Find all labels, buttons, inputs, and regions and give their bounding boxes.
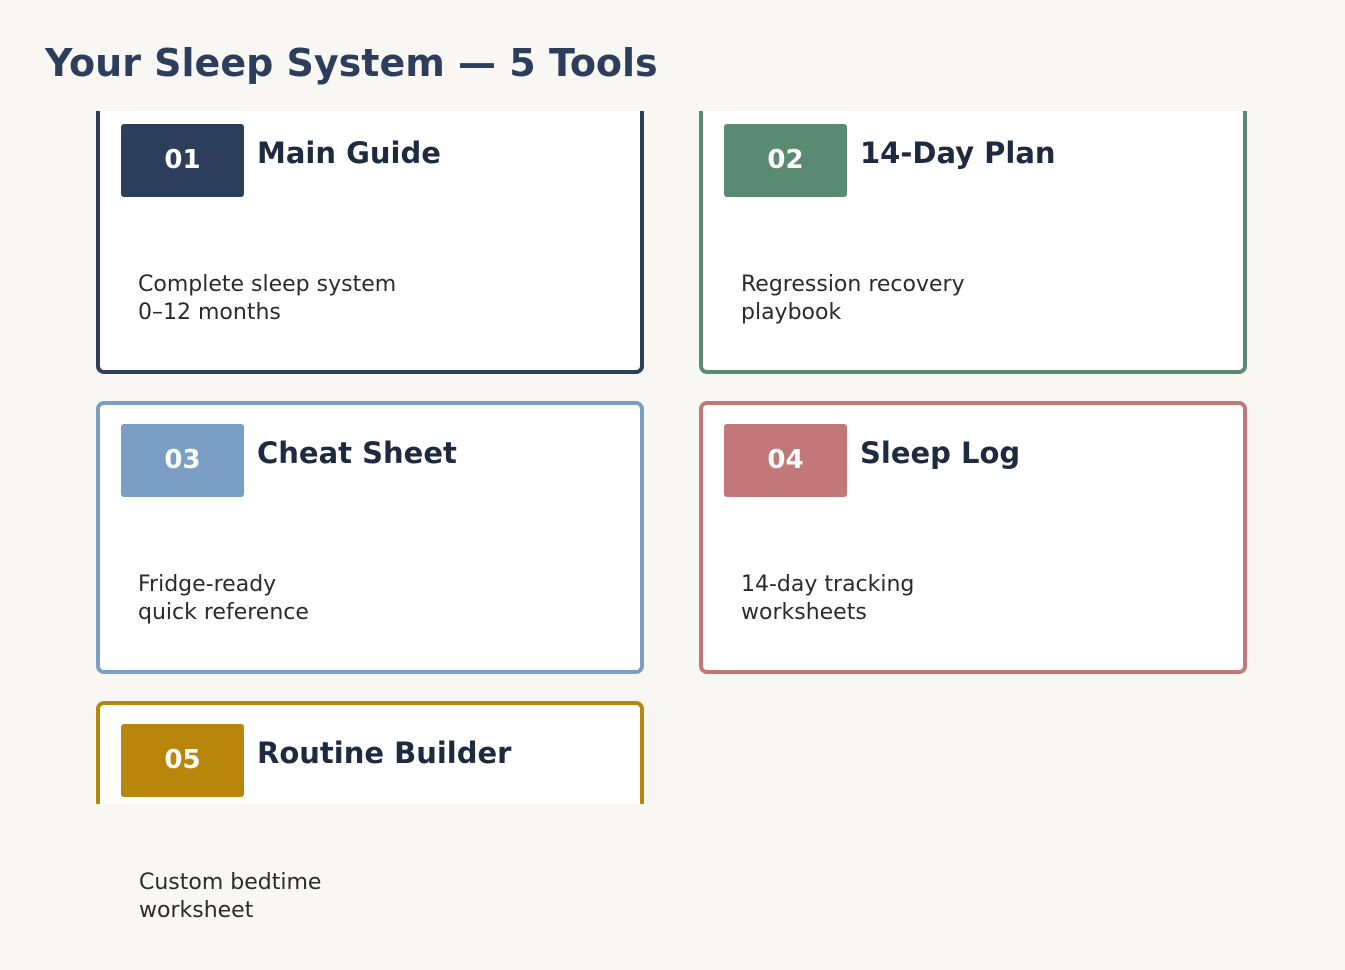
- page-title: Your Sleep System — 5 Tools: [45, 41, 658, 85]
- card-number-badge: 03: [121, 424, 244, 497]
- card-description-line: Complete sleep system: [138, 272, 397, 297]
- card-description: Complete sleep system 0–12 months: [138, 271, 396, 327]
- top-clip-band: [0, 0, 1345, 111]
- card-description-line: Regression recovery: [741, 272, 965, 297]
- tool-card-main-guide: 01 Main Guide Complete sleep system 0–12…: [96, 101, 644, 374]
- card-title: Cheat Sheet: [257, 436, 457, 470]
- card-description: Fridge-ready quick reference: [138, 571, 309, 627]
- card-description-line: Fridge-ready: [138, 572, 277, 597]
- card-title: Routine Builder: [257, 736, 512, 770]
- card-description-line: 0–12 months: [138, 300, 281, 325]
- card-description: Regression recovery playbook: [741, 271, 965, 327]
- card-description: 14-day tracking worksheets: [741, 571, 914, 627]
- card-description-line: Custom bedtime: [139, 870, 322, 895]
- card-number-badge: 05: [121, 724, 244, 797]
- card-description-line: playbook: [741, 300, 842, 325]
- card-title: Sleep Log: [860, 436, 1021, 470]
- card-description-line: 14-day tracking: [741, 572, 915, 597]
- tool-card-cheat-sheet: 03 Cheat Sheet Fridge-ready quick refere…: [96, 401, 644, 674]
- card-description: Custom bedtime worksheet: [139, 869, 321, 925]
- card-title: 14-Day Plan: [860, 136, 1056, 170]
- card-number-badge: 02: [724, 124, 847, 197]
- card-description-line: worksheets: [741, 600, 867, 625]
- card-title: Main Guide: [257, 136, 441, 170]
- bottom-clip-band: [0, 804, 1345, 970]
- tool-card-sleep-log: 04 Sleep Log 14-day tracking worksheets: [699, 401, 1247, 674]
- tool-card-14-day-plan: 02 14-Day Plan Regression recovery playb…: [699, 101, 1247, 374]
- card-description-line: worksheet: [139, 898, 254, 923]
- card-description-line: quick reference: [138, 600, 309, 625]
- card-number-badge: 01: [121, 124, 244, 197]
- card-number-badge: 04: [724, 424, 847, 497]
